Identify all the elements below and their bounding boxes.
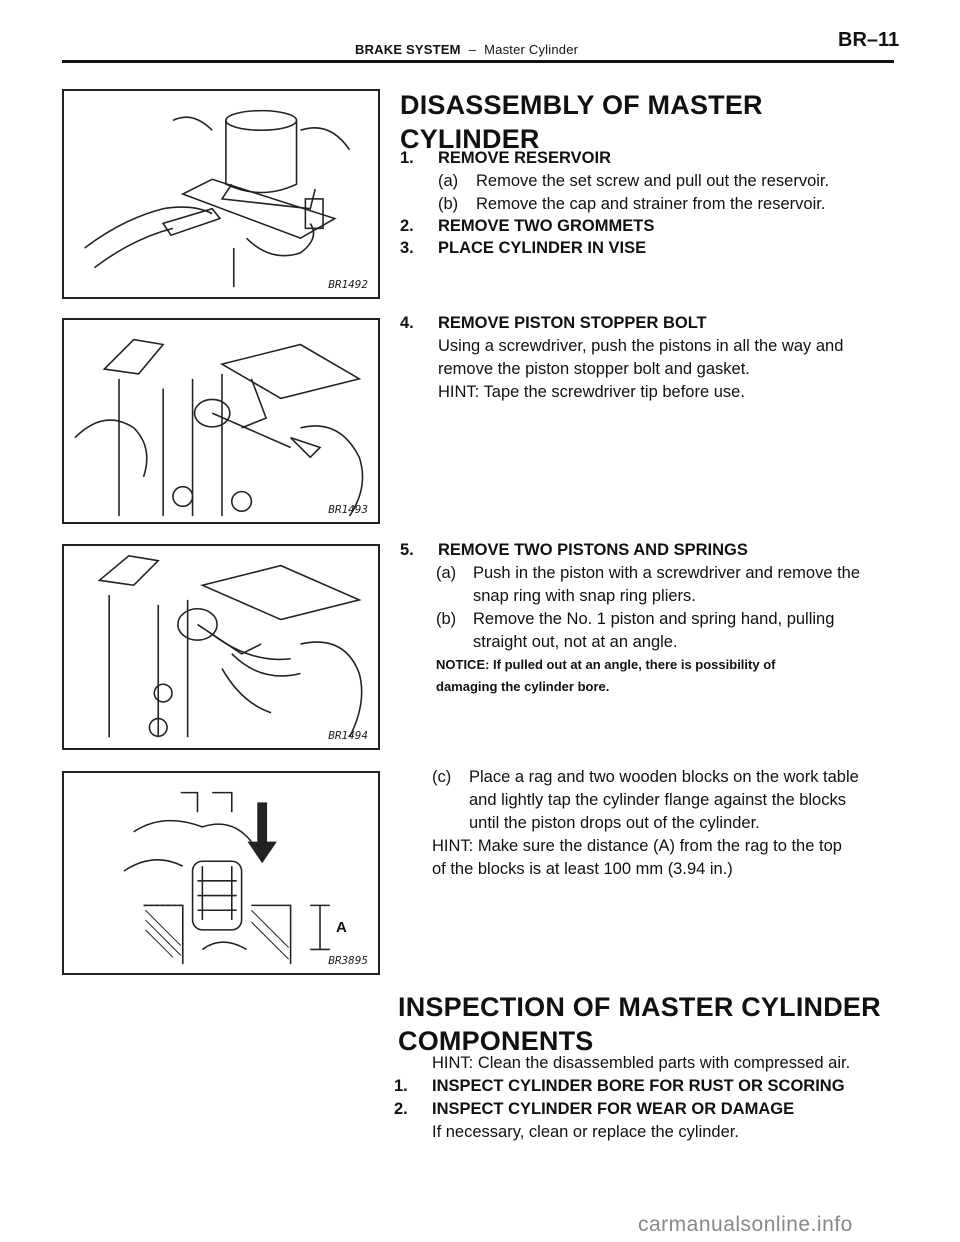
- inspection-hint: HINT: Clean the disassembled parts with …: [432, 1054, 851, 1072]
- substep-text: Place a rag and two wooden blocks on the…: [469, 768, 859, 786]
- figure-code: BR1494: [328, 729, 368, 742]
- substep-text: Push in the piston with a screwdriver an…: [473, 564, 861, 582]
- figure-remove-reservoir: BR1492: [62, 89, 380, 299]
- step-number: 3.: [400, 239, 414, 257]
- header-section: BRAKE SYSTEM: [355, 42, 461, 57]
- dimension-a-label: A: [336, 919, 347, 936]
- step-title: REMOVE PISTON STOPPER BOLT: [438, 314, 707, 332]
- substep-text: Remove the set screw and pull out the re…: [476, 172, 830, 190]
- step-5c-cont-1: and lightly tap the cylinder flange agai…: [469, 791, 846, 809]
- substep-label: (a): [438, 172, 459, 190]
- step-title: PLACE CYLINDER IN VISE: [438, 239, 647, 257]
- step-number: 2.: [400, 217, 414, 235]
- step-5: 5. REMOVE TWO PISTONS AND SPRINGS: [400, 539, 748, 561]
- tap-cylinder-illustration: [123, 791, 330, 965]
- step-number: 5.: [400, 541, 414, 559]
- step-number: 4.: [400, 314, 414, 332]
- figure-code: BR3895: [328, 954, 368, 967]
- page-code: BR–11: [838, 29, 900, 51]
- step-1b: (b) Remove the cap and strainer from the…: [438, 193, 825, 215]
- step-2: 2. REMOVE TWO GROMMETS: [400, 215, 654, 237]
- step-4-hint: HINT: Tape the screwdriver tip before us…: [438, 383, 745, 401]
- pistons-illustration: [97, 554, 363, 738]
- step-title: INSPECT CYLINDER FOR WEAR OR DAMAGE: [432, 1100, 795, 1118]
- stopper-bolt-illustration: [74, 338, 364, 517]
- inspection-title: INSPECTION OF MASTER CYLINDER COMPONENTS: [398, 990, 881, 1058]
- figure-code: BR1493: [328, 503, 368, 516]
- header-subsection: Master Cylinder: [484, 42, 579, 57]
- disassembly-title-line2: CYLINDER: [400, 124, 540, 154]
- substep-text: Remove the No. 1 piston and spring hand,…: [473, 610, 835, 628]
- watermark: carmanualsonline.info: [638, 1213, 853, 1236]
- header-rule: [62, 60, 894, 63]
- figure-remove-stopper-bolt: BR1493: [62, 318, 380, 524]
- step-5c-hint-1: HINT: Make sure the distance (A) from th…: [432, 837, 842, 855]
- substep-text: Remove the cap and strainer from the res…: [476, 195, 826, 213]
- step-number: 1.: [394, 1077, 408, 1095]
- step-number: 1.: [400, 149, 414, 167]
- step-5b-cont: straight out, not at an angle.: [473, 633, 678, 651]
- step-title: REMOVE TWO GROMMETS: [438, 217, 655, 235]
- inspection-title-line2: COMPONENTS: [398, 1026, 594, 1056]
- notice-line-1: NOTICE: If pulled out at an angle, there…: [436, 657, 776, 672]
- inspection-step-2: 2. INSPECT CYLINDER FOR WEAR OR DAMAGE: [394, 1098, 794, 1120]
- inspection-step-2-text: If necessary, clean or replace the cylin…: [432, 1123, 739, 1141]
- running-header: BRAKE SYSTEM–Master Cylinder: [355, 42, 578, 57]
- header-separator: –: [468, 42, 477, 57]
- step-title: REMOVE TWO PISTONS AND SPRINGS: [438, 541, 748, 559]
- figure-code: BR1492: [328, 278, 368, 291]
- step-title: INSPECT CYLINDER BORE FOR RUST OR SCORIN…: [432, 1077, 845, 1095]
- reservoir-illustration: [84, 109, 351, 288]
- step-3: 3. PLACE CYLINDER IN VISE: [400, 237, 646, 259]
- substep-label: (c): [432, 768, 452, 786]
- disassembly-title-line1: DISASSEMBLY OF MASTER: [400, 90, 763, 120]
- step-5b: (b) Remove the No. 1 piston and spring h…: [436, 608, 834, 630]
- figure-tap-cylinder: A BR3895: [62, 771, 380, 975]
- inspection-title-line1: INSPECTION OF MASTER CYLINDER: [398, 992, 881, 1022]
- inspection-step-1: 1. INSPECT CYLINDER BORE FOR RUST OR SCO…: [394, 1075, 845, 1097]
- step-1a: (a) Remove the set screw and pull out th…: [438, 170, 829, 192]
- step-4-text-1: Using a screwdriver, push the pistons in…: [438, 337, 844, 355]
- substep-label: (b): [436, 610, 457, 628]
- step-5c-cont-2: until the piston drops out of the cylind…: [469, 814, 760, 832]
- step-5a: (a) Push in the piston with a screwdrive…: [436, 562, 860, 584]
- substep-label: (b): [438, 195, 459, 213]
- step-5c-hint-2: of the blocks is at least 100 mm (3.94 i…: [432, 860, 733, 878]
- step-4: 4. REMOVE PISTON STOPPER BOLT: [400, 312, 707, 334]
- disassembly-title: DISASSEMBLY OF MASTER CYLINDER: [400, 88, 763, 156]
- step-5c: (c) Place a rag and two wooden blocks on…: [432, 766, 859, 788]
- figure-remove-pistons: BR1494: [62, 544, 380, 750]
- notice-line-2: damaging the cylinder bore.: [436, 679, 610, 694]
- substep-label: (a): [436, 564, 457, 582]
- step-number: 2.: [394, 1100, 408, 1118]
- step-title: REMOVE RESERVOIR: [438, 149, 611, 167]
- step-5a-cont: snap ring with snap ring pliers.: [473, 587, 696, 605]
- step-4-text-2: remove the piston stopper bolt and gaske…: [438, 360, 750, 378]
- step-1: 1. REMOVE RESERVOIR: [400, 147, 611, 169]
